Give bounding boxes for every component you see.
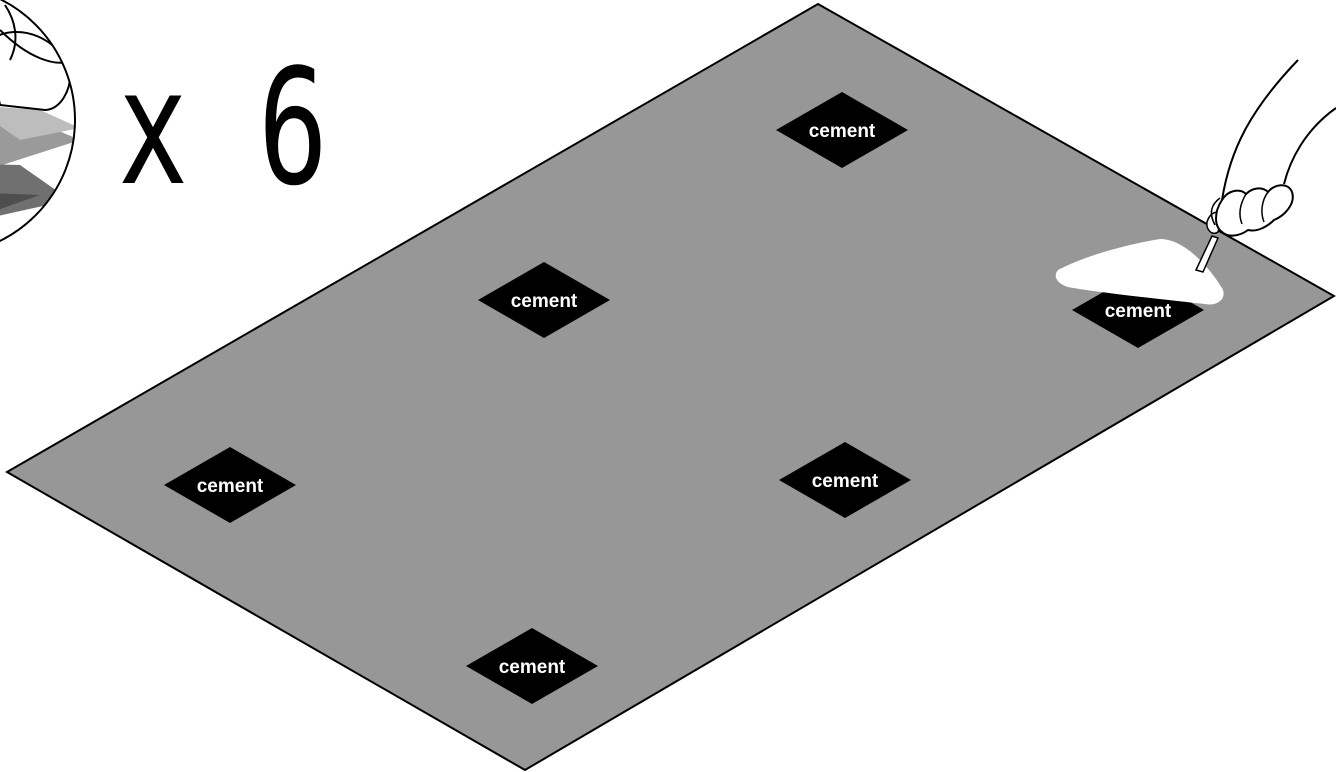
cement-label: cement: [197, 476, 264, 497]
multiplier-text: x 6: [118, 34, 328, 221]
detail-magnifier-icon: [0, 0, 100, 280]
cement-label: cement: [499, 657, 566, 678]
cement-label: cement: [511, 291, 578, 312]
cement-label: cement: [1105, 301, 1172, 322]
cement-label: cement: [809, 121, 876, 142]
cement-label: cement: [812, 471, 879, 492]
